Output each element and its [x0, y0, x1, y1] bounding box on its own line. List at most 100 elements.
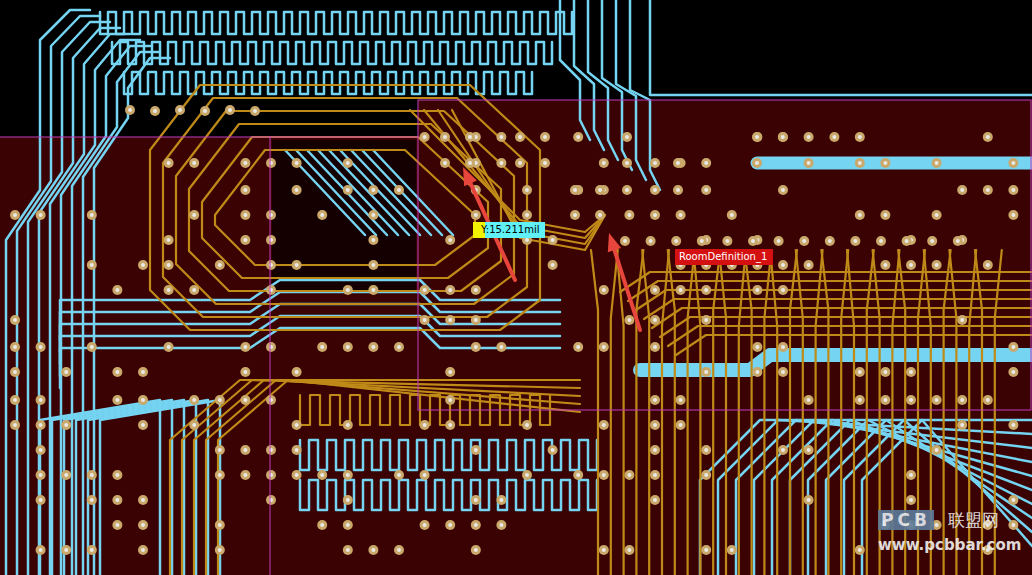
via-pad	[855, 158, 865, 168]
via-pad	[368, 285, 378, 295]
via-pad	[266, 158, 276, 168]
via	[624, 470, 634, 480]
via	[880, 158, 890, 168]
via	[957, 185, 967, 195]
via-pad	[266, 260, 276, 270]
via-hole	[704, 318, 708, 322]
via	[701, 158, 711, 168]
power-trace	[640, 355, 1032, 370]
via	[522, 210, 532, 220]
via	[175, 105, 185, 115]
via	[465, 132, 475, 142]
via-hole	[935, 263, 939, 267]
via	[36, 395, 46, 405]
via-hole	[883, 161, 887, 165]
via	[292, 158, 302, 168]
via-hole	[192, 398, 196, 402]
via	[292, 185, 302, 195]
via-pad	[650, 495, 660, 505]
via	[570, 185, 580, 195]
via-hole	[755, 135, 759, 139]
via-hole	[909, 473, 913, 477]
via-hole	[243, 213, 247, 217]
via-pad	[10, 210, 20, 220]
via-pad	[343, 545, 353, 555]
via-hole	[807, 263, 811, 267]
via	[266, 285, 276, 295]
via	[599, 545, 609, 555]
via	[906, 367, 916, 377]
via	[266, 158, 276, 168]
via	[650, 342, 660, 352]
via-hole	[474, 548, 478, 552]
via-pad	[676, 210, 686, 220]
via	[112, 395, 122, 405]
via-hole	[39, 398, 43, 402]
via	[599, 158, 609, 168]
via-pad	[855, 545, 865, 555]
via	[189, 395, 199, 405]
via	[957, 420, 967, 430]
via	[394, 470, 404, 480]
via-pad	[752, 342, 762, 352]
via-pad	[343, 342, 353, 352]
via-pad	[445, 315, 455, 325]
via-pad	[1008, 185, 1018, 195]
via	[880, 395, 890, 405]
via-hole	[653, 345, 657, 349]
via-hole	[518, 161, 522, 165]
via-hole	[573, 188, 577, 192]
via-pad	[701, 470, 711, 480]
via	[953, 236, 963, 246]
via-hole	[704, 548, 708, 552]
via	[87, 470, 97, 480]
via-hole	[13, 345, 17, 349]
via-pad	[496, 132, 506, 142]
via	[343, 545, 353, 555]
via-pad	[368, 210, 378, 220]
via-pad	[932, 158, 942, 168]
via-hole	[623, 239, 627, 243]
via-pad	[522, 470, 532, 480]
via	[112, 285, 122, 295]
via-hole	[573, 213, 577, 217]
via	[1008, 210, 1018, 220]
via-pad	[266, 395, 276, 405]
via	[368, 210, 378, 220]
via-pad	[1008, 495, 1018, 505]
via-hole	[346, 473, 350, 477]
via-pad	[87, 470, 97, 480]
via-hole	[755, 161, 759, 165]
via-hole	[700, 239, 704, 243]
via-pad	[752, 158, 762, 168]
via-hole	[602, 161, 606, 165]
via-hole	[243, 188, 247, 192]
via	[673, 158, 683, 168]
via-hole	[90, 498, 94, 502]
via-hole	[218, 473, 222, 477]
signal-trace	[100, 400, 220, 575]
via	[471, 342, 481, 352]
via-hole	[346, 498, 350, 502]
via	[36, 495, 46, 505]
via-hole	[551, 263, 555, 267]
via-pad	[36, 445, 46, 455]
via	[722, 236, 732, 246]
via-pad	[927, 236, 937, 246]
via-pad	[61, 420, 71, 430]
via-pad	[573, 132, 583, 142]
via	[983, 395, 993, 405]
via	[673, 185, 683, 195]
via	[87, 545, 97, 555]
via-pad	[906, 260, 916, 270]
via-hole	[448, 398, 452, 402]
via	[701, 285, 711, 295]
via-hole	[115, 398, 119, 402]
via	[932, 210, 942, 220]
via-hole	[371, 345, 375, 349]
bottom-trace	[176, 111, 514, 304]
via-hole	[90, 263, 94, 267]
via-pad	[906, 470, 916, 480]
via	[957, 395, 967, 405]
